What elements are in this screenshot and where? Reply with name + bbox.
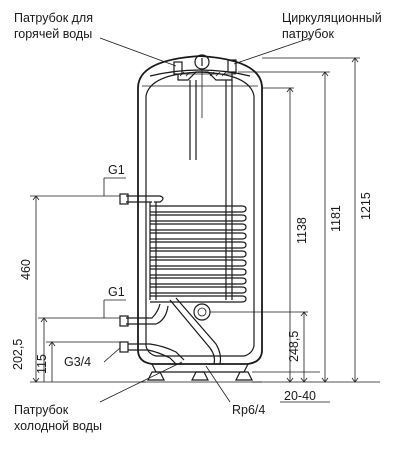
callout-labels: Патрубок для горячей воды Циркуляционный… [14,11,382,433]
coil-loop [150,286,247,294]
dim-115: 115 [35,354,49,374]
tank-feet [140,363,262,383]
dim-1138: 1138 [295,217,309,244]
dim-460: 460 [19,259,33,280]
coil-loop [150,223,247,231]
leader-lines [99,37,311,403]
g3-4-label: G3/4 [64,355,91,369]
circulation-label-line2: патрубок [282,27,334,41]
dim-1215: 1215 [359,192,373,220]
cold-inlet-label-line1: Патрубок [14,403,69,417]
g1-upper-label: G1 [108,163,125,177]
rp6-4-label: Rp6/4 [232,403,265,417]
coil-loop [150,277,247,285]
coil-loop [150,250,247,258]
coil-loop [150,241,247,249]
thermometer-icon [194,54,210,70]
flange-icon [193,303,211,321]
dim-1181: 1181 [329,205,343,232]
cold-inlet-label-line2: холодной воды [14,419,102,433]
lower-fittings [119,297,262,365]
dim-20-40: 20-40 [284,389,316,403]
coil-loop [150,259,247,267]
coil-loop [150,295,247,303]
hot-outlet-label-line2: горячей воды [14,27,92,41]
tank-body [137,55,263,365]
dimension-values: 1215 1181 1138 248,5 460 202,5 115 20-40 [11,192,373,403]
dim-248-5: 248,5 [287,331,301,362]
coil-loop [150,205,247,213]
coil-loop [150,268,247,276]
hot-outlet-label-line1: Патрубок для [14,11,93,25]
internal-pipes [189,70,233,300]
coil-loop [150,232,247,240]
dimension-lines [30,57,380,403]
dim-202-5: 202,5 [11,339,25,370]
heating-coil [119,193,247,327]
coil-loop [150,214,247,222]
circulation-label-line1: Циркуляционный [282,11,382,25]
g1-lower-label: G1 [108,285,125,299]
